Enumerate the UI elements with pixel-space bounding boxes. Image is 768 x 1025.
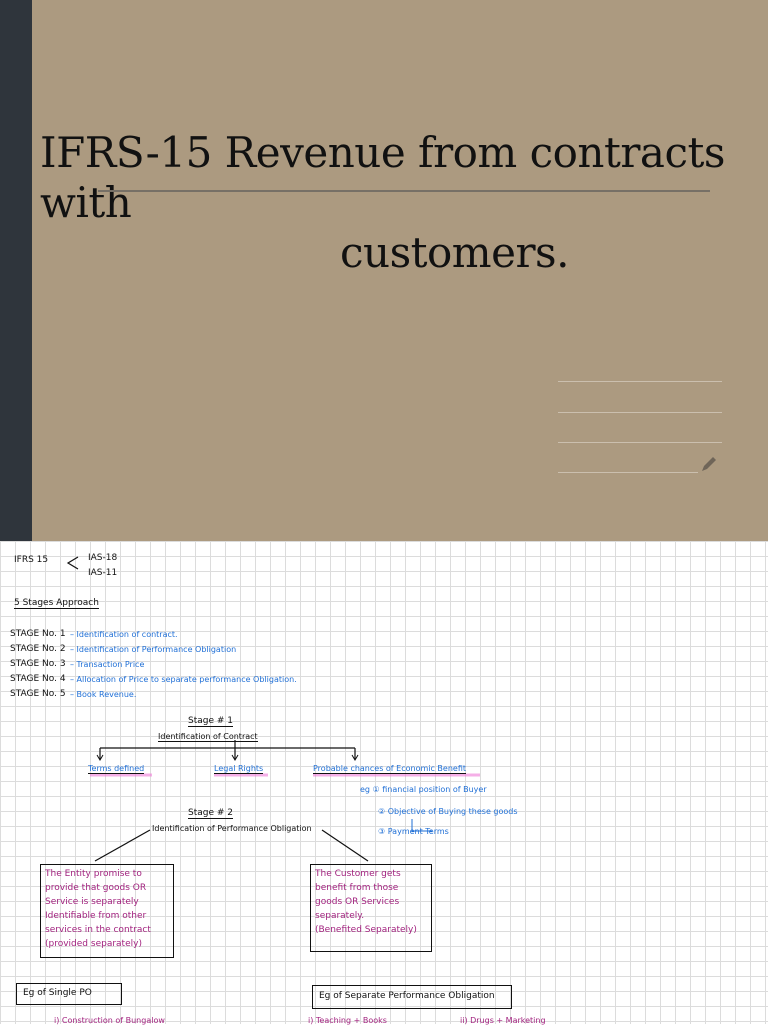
- box-line: (provided separately): [45, 939, 142, 949]
- stage-desc: – Book Revenue.: [70, 690, 137, 699]
- pencil-icon[interactable]: [700, 455, 718, 473]
- stage1-subtitle: Identification of Contract: [158, 732, 258, 742]
- box-line: The Entity promise to: [45, 869, 142, 879]
- cover-note-line: [558, 412, 722, 413]
- notebook-cover: [32, 0, 768, 541]
- stage1-title: Stage # 1: [188, 716, 233, 727]
- single-po-box: Eg of Single PO: [16, 983, 122, 1005]
- cover-note-line: [558, 381, 722, 382]
- example-item: ③ Payment Terms: [378, 827, 449, 836]
- separate-po-box: Eg of Separate Performance Obligation: [312, 985, 512, 1009]
- grid-notes-page: [0, 541, 768, 1024]
- example-construction: i) Construction of Bungalow: [54, 1016, 165, 1025]
- box-line: services in the contract: [45, 925, 151, 935]
- branch-terms: Terms defined: [88, 764, 145, 774]
- single-po-label: Eg of Single PO: [23, 988, 92, 998]
- stage2-title: Stage # 2: [188, 808, 233, 819]
- box-line: The Customer gets: [315, 869, 401, 879]
- right-criterion-box: The Customer gets benefit from those goo…: [310, 864, 432, 952]
- stage-label: STAGE No. 3: [10, 659, 66, 669]
- stage-desc: – Identification of contract.: [70, 630, 178, 639]
- ifrs-label: IFRS 15: [14, 555, 49, 565]
- stage-label: STAGE No. 1: [10, 629, 66, 639]
- stage-desc: – Transaction Price: [70, 660, 145, 669]
- stage2-subtitle: Identification of Performance Obligation: [152, 824, 312, 833]
- box-line: provide that goods OR: [45, 883, 147, 893]
- diagram-connectors: [66, 556, 480, 862]
- stage-desc: – Allocation of Price to separate perfor…: [70, 675, 297, 684]
- approach-heading: 5 Stages Approach: [14, 598, 99, 609]
- stage-label: STAGE No. 4: [10, 674, 66, 684]
- ias-11-label: IAS-11: [88, 568, 118, 578]
- cover-title: IFRS-15 Revenue from contracts with cust…: [40, 128, 740, 278]
- cover-underline: [98, 190, 710, 192]
- stage-label: STAGE No. 5: [10, 689, 66, 699]
- box-line: goods OR Services: [315, 897, 400, 907]
- branch-economic-benefit: Probable chances of Economic Benefit: [313, 764, 467, 774]
- cover-title-line2: customers.: [340, 228, 569, 277]
- cover-note-line: [558, 442, 722, 443]
- stage-label: STAGE No. 2: [10, 644, 66, 654]
- example-teaching: i) Teaching + Books: [308, 1016, 387, 1025]
- stage-desc: – Identification of Performance Obligati…: [70, 645, 237, 654]
- box-line: benefit from those: [315, 883, 399, 893]
- branch-legal-rights: Legal Rights: [214, 764, 264, 774]
- ias-18-label: IAS-18: [88, 553, 118, 563]
- example-drugs: ii) Drugs + Marketing: [460, 1016, 546, 1025]
- cover-title-line1: IFRS-15 Revenue from contracts with: [40, 128, 725, 227]
- box-line: (Benefited Separately): [315, 925, 417, 935]
- example-item: ② Objective of Buying these goods: [378, 807, 518, 816]
- cover-note-line: [558, 472, 698, 473]
- example-item: eg ① financial position of Buyer: [360, 785, 487, 794]
- box-line: Service is separately: [45, 897, 139, 907]
- notebook-spine: [0, 0, 32, 541]
- left-criterion-box: The Entity promise to provide that goods…: [40, 864, 174, 958]
- separate-po-label: Eg of Separate Performance Obligation: [319, 991, 495, 1001]
- box-line: Identifiable from other: [45, 911, 147, 921]
- box-line: separately.: [315, 911, 365, 921]
